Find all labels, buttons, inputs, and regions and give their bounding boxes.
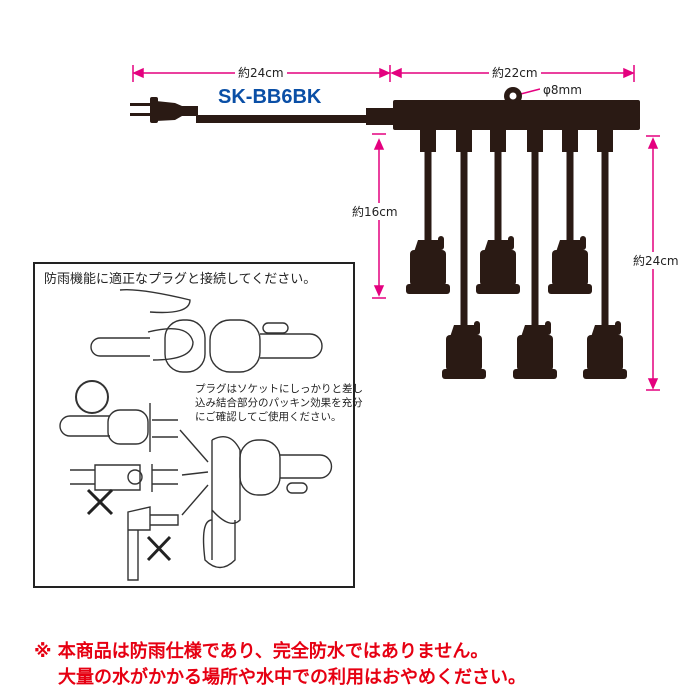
outlet-socket (406, 130, 450, 294)
instruction-title: 防雨機能に適正なプラグと接続してください。 (44, 272, 317, 287)
instruction-note: プラグはソケットにしっかりと差し込み結合部分のパッキン効果を充分にご確認してご使… (195, 383, 363, 423)
outlet-socket (548, 130, 592, 294)
outlet-socket (583, 130, 627, 379)
warning-line-2: 大量の水がかかる場所や水中での利用はおやめください。 (58, 667, 526, 688)
instruction-box (33, 262, 355, 588)
outlet-cords (406, 130, 627, 379)
short-drop-label: 約16cm (349, 203, 401, 220)
plug-illustration (59, 289, 333, 581)
long-drop-label: 約24cm (630, 252, 682, 269)
ng-marks (86, 488, 172, 562)
warning-line-1: ※ 本商品は防雨仕様であり、完全防水ではありません。 (34, 641, 489, 662)
outlet-socket (513, 130, 557, 379)
bar-length-label: 約22cm (489, 64, 541, 81)
outlet-socket (476, 130, 520, 294)
power-strip (130, 87, 640, 130)
outlet-socket (442, 130, 486, 379)
hole-diameter-label: φ8mm (540, 83, 585, 97)
model-number: SK-BB6BK (218, 86, 322, 108)
cord-length-label: 約24cm (235, 64, 287, 81)
